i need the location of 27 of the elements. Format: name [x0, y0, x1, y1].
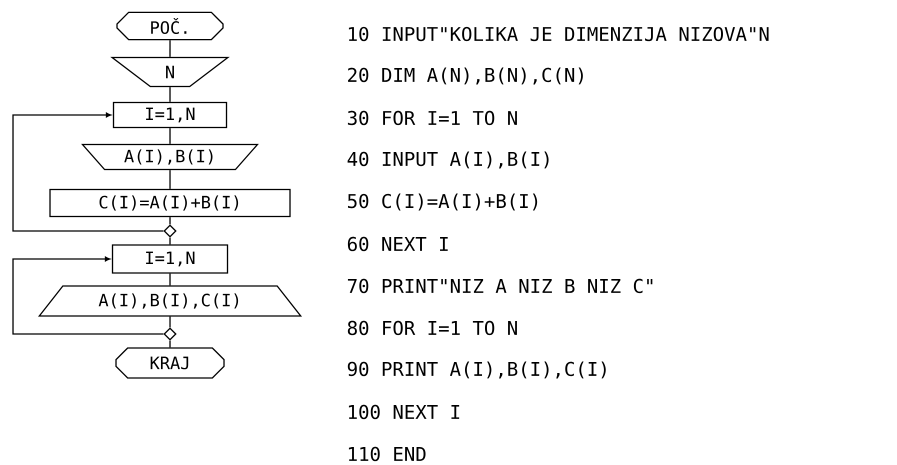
flow-line: [169, 128, 171, 144]
code-line: 40 INPUT A(I),B(I): [348, 151, 549, 169]
process-box: I=1,N: [112, 102, 228, 128]
flow-line: [169, 170, 171, 189]
flow-line: [169, 316, 171, 328]
process-box: I=1,N: [112, 244, 228, 274]
terminal-box: POČ.: [116, 12, 224, 40]
flow-line: [169, 87, 171, 102]
code-line: 80 FOR I=1 TO N: [348, 320, 517, 336]
code-line: 100 NEXT I: [348, 404, 460, 420]
code-line: 90 PRINT A(I),B(I),C(I): [348, 361, 606, 379]
terminal-box: KRAJ: [115, 347, 225, 379]
flow-line: [169, 217, 171, 224]
loop-arrow: [12, 112, 164, 232]
flow-line: [169, 274, 171, 286]
flow-line: [169, 340, 171, 348]
flow-line: [169, 40, 171, 57]
code-line: 110 END: [348, 446, 426, 462]
process-box: C(I)=A(I)+B(I): [49, 188, 291, 218]
loop-arrow: [12, 256, 164, 335]
code-line: 70 PRINT"NIZ A NIZ B NIZ C": [348, 278, 652, 294]
code-line: 50 C(I)=A(I)+B(I): [348, 194, 538, 210]
code-line: 20 DIM A(N),B(N),C(N): [348, 67, 583, 85]
code-line: 60 NEXT I: [348, 236, 448, 252]
flow-line: [169, 238, 171, 244]
code-line: 30 FOR I=1 TO N: [348, 110, 517, 126]
code-line: 10 INPUT"KOLIKA JE DIMENZIJA NIZOVA"N: [348, 26, 769, 42]
